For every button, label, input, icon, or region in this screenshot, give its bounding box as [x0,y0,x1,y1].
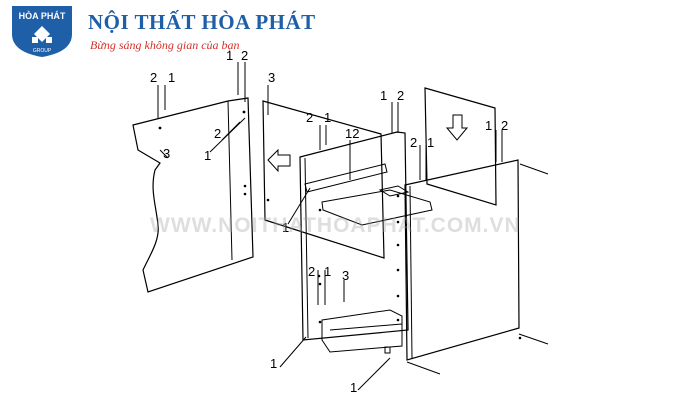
callout-label: 1 [168,70,175,85]
logo-subtext: GROUP [33,48,52,54]
shelf-panel [321,189,433,226]
callout-label: 2 [214,126,221,141]
callout-label: 2 [306,110,313,125]
brand-slogan: Bừng sáng không gian của bạn [90,38,240,52]
callout-label: 1 [350,380,357,395]
inner-side-panel [299,131,409,341]
callout-label: 1 [380,88,387,103]
callout-label: 1 [226,48,233,63]
down-arrow-icon [445,114,469,141]
callout-label: 1 [485,118,492,133]
callout-label: 12 [345,126,359,141]
callout-label: 2 [150,70,157,85]
callout-label: 2 [501,118,508,133]
side-panel-curved [132,97,254,293]
front-side-panel [404,159,520,361]
callout-label: 3 [163,146,170,161]
callout-label: 2 [410,135,417,150]
rear-board [424,87,497,206]
callout-label: 2 [397,88,404,103]
callout-label: 1 [204,148,211,163]
logo-text: HÒA PHÁT [19,10,66,21]
drawer-slide [304,163,388,193]
bottom-drawer [321,309,403,353]
callout-label: 1 [427,135,434,150]
site-header: HÒA PHÁT GROUP NỘI THẤT HÒA PHÁT Bừng sá… [0,0,700,62]
callout-label: 1 [270,356,277,371]
callout-label: 2 [308,264,315,279]
brand-title: NỘI THẤT HÒA PHÁT [88,10,316,34]
brand-logo[interactable]: HÒA PHÁT GROUP [6,4,78,58]
panel-arrow-icon [267,148,291,173]
back-panel [262,100,385,259]
callout-label: 3 [268,70,275,85]
callout-label: 2 [241,48,248,63]
callout-label: 1 [282,220,289,235]
watermark: WWW.NOITHATHOAPHAT.COM.VN [150,214,521,237]
callout-label: 1 [324,264,331,279]
callout-label: 3 [342,268,349,283]
callout-label: 1 [324,110,331,125]
